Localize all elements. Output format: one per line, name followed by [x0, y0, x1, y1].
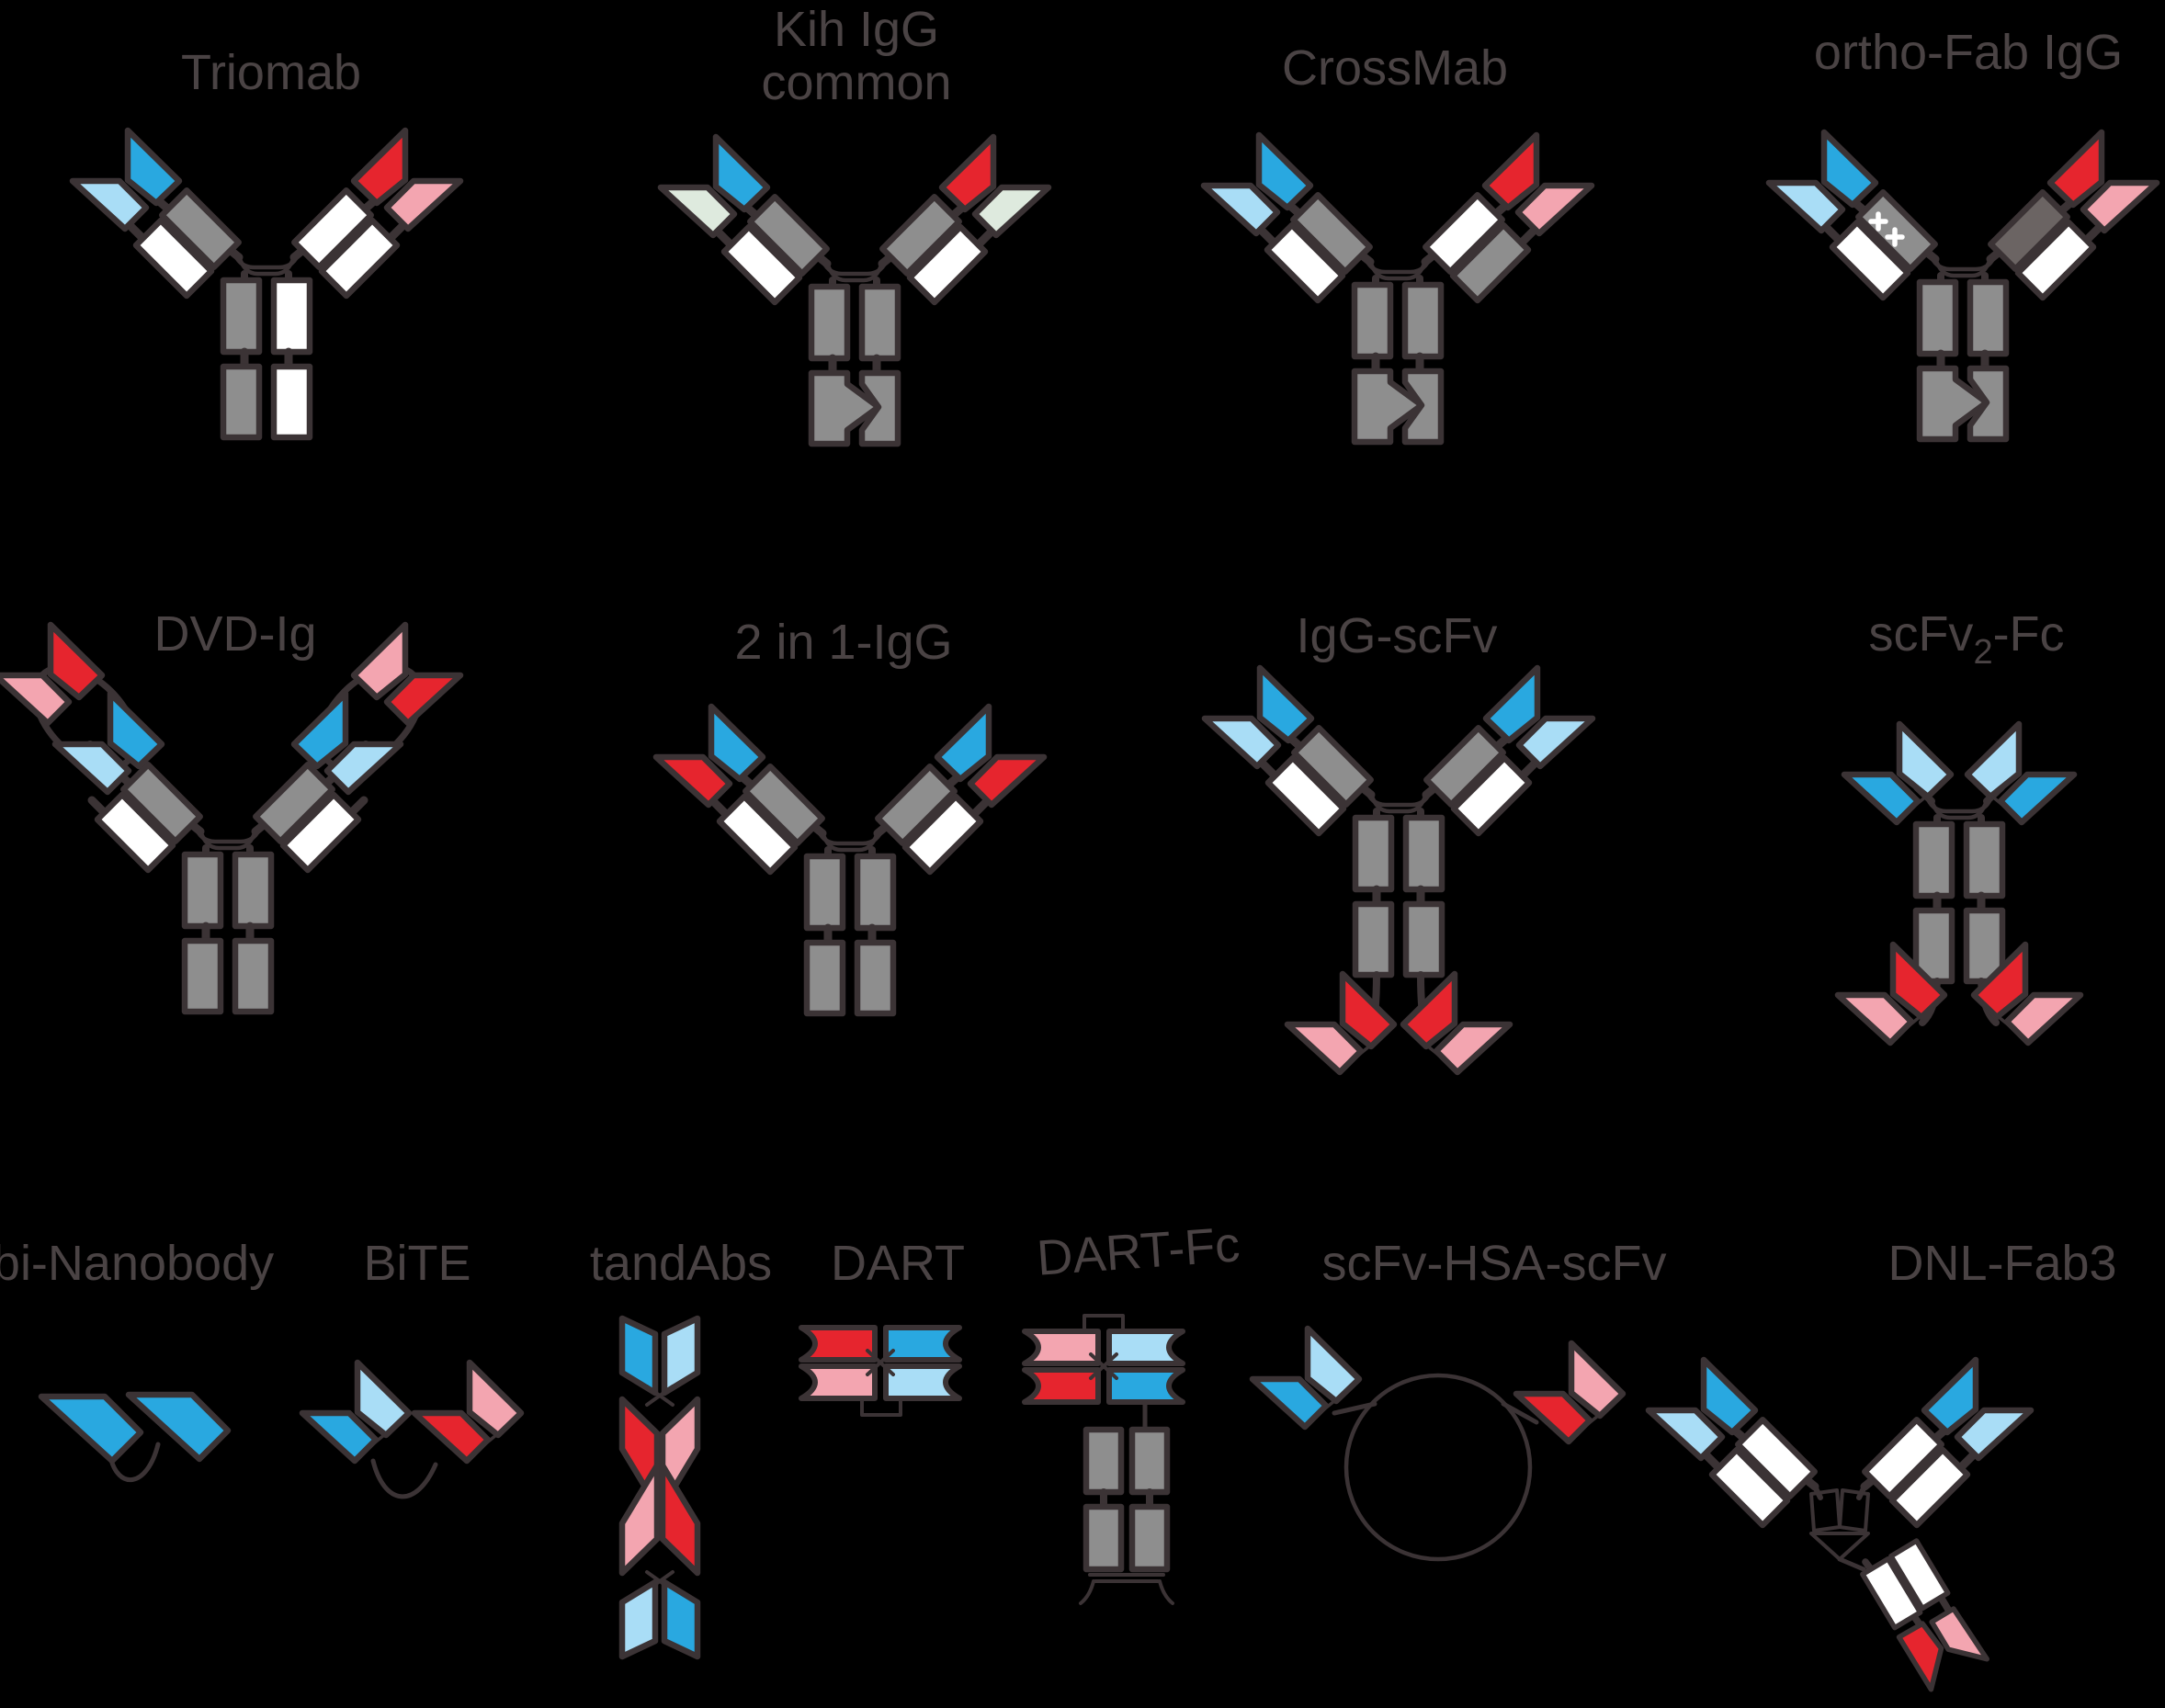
ortho-fab-igg-label: ortho-Fab IgG	[1814, 25, 2123, 80]
triomab-label: Triomab	[181, 45, 361, 100]
panel-dvd-ig: DVD-Ig	[0, 606, 464, 1015]
crossmab-label: CrossMab	[1282, 40, 1508, 96]
dnl-fab3-label: DNL-Fab3	[1887, 1236, 2116, 1291]
panel-dnl-fab3: DNL-Fab3	[1645, 1236, 2117, 1692]
panel-igg-scfv: IgG-scFv	[1201, 608, 1596, 1076]
2-in-1-igg-label: 2 in 1-IgG	[734, 615, 952, 670]
panel-bite: BiTE	[299, 1236, 525, 1499]
panel-2-in-1-igg: 2 in 1-IgG	[652, 615, 1048, 1017]
igg-scfv-label: IgG-scFv	[1296, 608, 1497, 663]
panel-crossmab: CrossMab	[1200, 40, 1595, 446]
bi-nanobody-label: bi-Nanobody	[0, 1236, 274, 1291]
scfv-hsa-scfv-label: scFv-HSA-scFv	[1322, 1236, 1667, 1291]
panel-dart: DART	[799, 1236, 965, 1417]
panel-ortho-fab-igg: ortho-Fab IgG	[1765, 25, 2160, 443]
panel-triomab: Triomab	[69, 45, 464, 441]
panel-tandabs: tandAbs	[590, 1236, 772, 1660]
dvd-ig-label: DVD-Ig	[153, 606, 316, 662]
panel-scfv-hsa-scfv: scFv-HSA-scFv	[1249, 1236, 1667, 1562]
dart-fc-label: DART-Fc	[1035, 1216, 1241, 1285]
tandabs-label: tandAbs	[590, 1236, 772, 1291]
panel-scfv2-fc: scFv2-Fc	[1834, 606, 2084, 1046]
panel-bi-nanobody: bi-Nanobody	[0, 1236, 274, 1483]
dart-label: DART	[831, 1236, 965, 1291]
bite-label: BiTE	[363, 1236, 470, 1291]
panel-dart-fc: DART-Fc	[1022, 1216, 1241, 1605]
scfv2-fc-label: scFv2-Fc	[1868, 606, 2064, 672]
